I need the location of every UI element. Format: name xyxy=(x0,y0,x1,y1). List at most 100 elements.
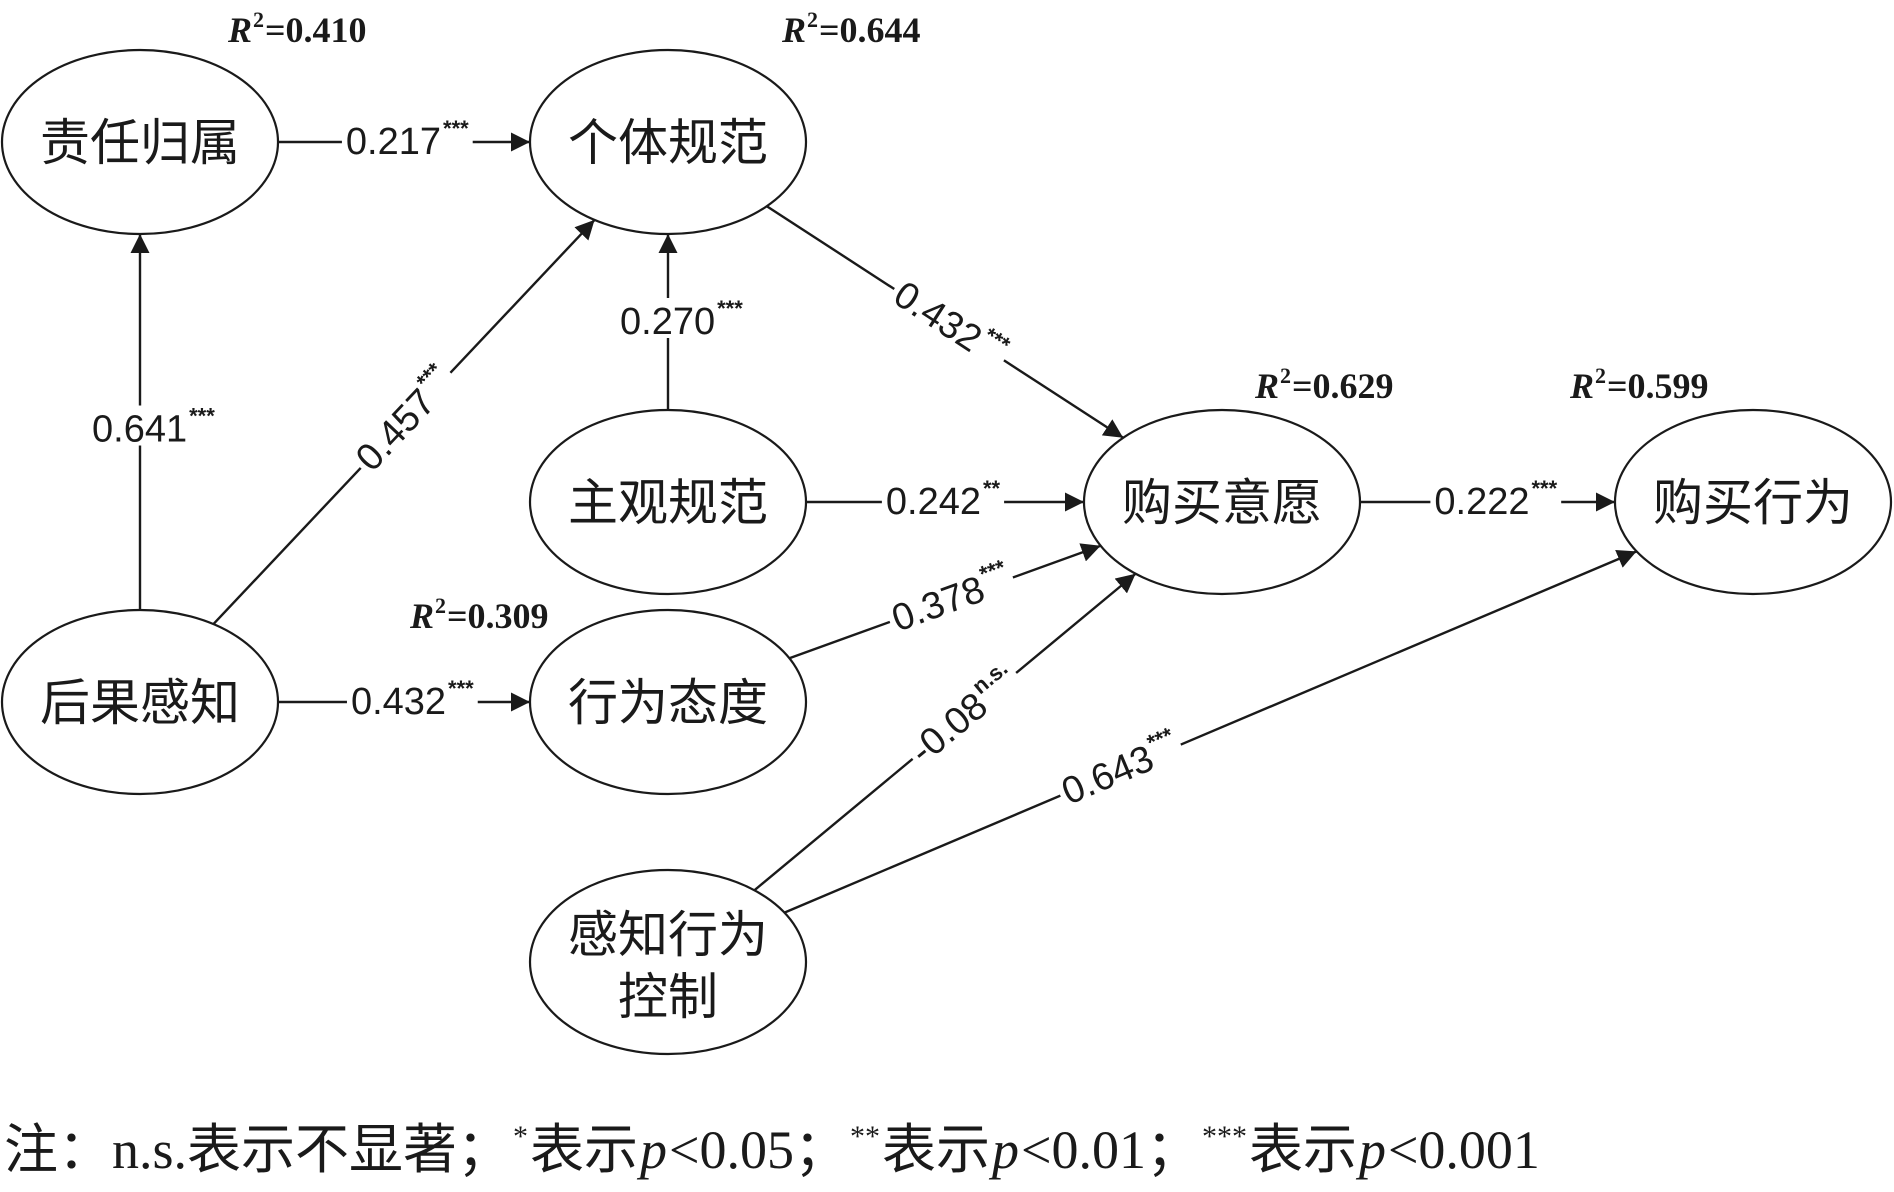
edge-coefficient-label: 0.432*** xyxy=(346,676,478,723)
node-ellipse xyxy=(1082,408,1362,596)
node-label: 感知行为 xyxy=(568,906,768,964)
node-ellipse xyxy=(1613,408,1893,596)
edge-responsibility-to-personal_norm: 0.217*** xyxy=(278,116,530,163)
label-backing xyxy=(1051,722,1188,811)
note-prefix: 注：n.s.表示不显著； xyxy=(4,1120,511,1180)
node-label: 主观规范 xyxy=(568,474,768,532)
edge-significance: *** xyxy=(443,116,469,141)
edge-coefficient-label: -0.08n.s. xyxy=(897,654,1027,772)
edge-coefficient: 0.641 xyxy=(92,409,187,451)
edge-coefficient: 0.217 xyxy=(346,121,441,163)
edge-pbc-to-behavior: 0.643*** xyxy=(783,550,1638,914)
label-backing xyxy=(341,118,473,158)
edge-coefficient-label: 0.378*** xyxy=(881,554,1019,640)
r-squared-symbol: R xyxy=(409,596,434,636)
node-ellipse xyxy=(528,608,808,796)
node-behavior: 购买行为 xyxy=(1613,408,1893,596)
node-ellipse xyxy=(528,408,808,596)
edge-coefficient-label: 0.432*** xyxy=(885,268,1018,374)
note-sig-3-stars: *** xyxy=(1202,1120,1247,1153)
edge-coefficient: 0.432 xyxy=(351,681,446,723)
node-label: 责任归属 xyxy=(40,114,240,172)
note-sig-1-text: 表示 xyxy=(530,1120,638,1180)
label-backing xyxy=(885,268,1018,374)
note-sig-2-text: 表示 xyxy=(882,1120,990,1180)
label-backing xyxy=(897,654,1027,772)
edge-consequence-to-personal_norm: 0.457*** xyxy=(212,219,596,625)
edge-coefficient-label: 0.641*** xyxy=(88,404,219,451)
node-ellipse xyxy=(528,868,808,1056)
label-backing xyxy=(616,298,747,338)
node-ellipse xyxy=(528,48,808,236)
node-intention: 购买意愿 xyxy=(1082,408,1362,596)
node-label: 后果感知 xyxy=(40,674,240,732)
edge-significance: *** xyxy=(717,296,743,321)
edge-coefficient: 0.432 xyxy=(886,274,989,361)
edge-coefficient-label: 0.242** xyxy=(881,476,1005,523)
edge-coefficient-label: 0.222*** xyxy=(1430,476,1562,523)
note-sig-3-text: 表示 xyxy=(1249,1120,1357,1180)
note-sig-3-value: <0.001 xyxy=(1388,1120,1540,1180)
r-squared-symbol: R xyxy=(227,10,252,50)
r-squared-value: =0.410 xyxy=(265,10,367,50)
note-sig-1-stars: * xyxy=(513,1120,528,1153)
r-squared-exponent: 2 xyxy=(1280,363,1291,388)
edges-layer: 0.217***0.641***0.457***0.270***0.432***… xyxy=(88,116,1638,914)
label-backing xyxy=(1430,478,1562,518)
r-squared-symbol: R xyxy=(1254,366,1279,406)
note-sig-3-p: p xyxy=(1355,1120,1386,1180)
label-backing xyxy=(88,405,219,446)
edge-coefficient: 0.643 xyxy=(1056,738,1160,814)
edge-significance: *** xyxy=(1531,476,1557,501)
edge-coefficient-label: 0.270*** xyxy=(616,296,747,343)
edge-intention-to-behavior: 0.222*** xyxy=(1360,476,1615,523)
edge-coefficient-label: 0.217*** xyxy=(341,116,473,163)
label-backing xyxy=(881,554,1019,637)
edge-significance: *** xyxy=(448,676,474,701)
node-label: 个体规范 xyxy=(568,114,768,172)
edge-significance: ** xyxy=(983,476,1001,501)
node-responsibility: 责任归属 xyxy=(0,48,280,236)
label-backing xyxy=(343,356,463,479)
node-personal_norm: 个体规范 xyxy=(528,48,808,236)
edge-consequence-to-attitude: 0.432*** xyxy=(278,676,530,723)
r-squared-exponent: 2 xyxy=(807,7,818,32)
edge-subjective_norm-to-personal_norm: 0.270*** xyxy=(616,234,747,410)
edge-coefficient-label: 0.643*** xyxy=(1051,722,1188,814)
label-backing xyxy=(346,678,478,718)
r-squared-value: =0.309 xyxy=(447,596,549,636)
note-sig-2-value: <0.01； xyxy=(1021,1120,1200,1180)
node-subjective_norm: 主观规范 xyxy=(528,408,808,596)
note-sig-2-stars: ** xyxy=(850,1120,880,1153)
r-squared-value: =0.629 xyxy=(1292,366,1394,406)
edge-arrow xyxy=(783,550,1638,914)
r-squared-value: =0.599 xyxy=(1607,366,1709,406)
note-sig-1-p: p xyxy=(636,1120,667,1180)
edge-coefficient: 0.270 xyxy=(620,301,715,343)
edge-personal_norm-to-intention: 0.432*** xyxy=(766,205,1124,439)
node-consequence: 后果感知 xyxy=(0,608,280,796)
r-squared-exponent: 2 xyxy=(435,593,446,618)
node-label: 购买行为 xyxy=(1653,474,1853,532)
note-sig-1-value: <0.05； xyxy=(669,1120,848,1180)
r-squared-symbol: R xyxy=(781,10,806,50)
node-label-line2: 控制 xyxy=(618,968,718,1026)
label-backing xyxy=(881,478,1005,518)
edge-coefficient-label: 0.457*** xyxy=(343,356,463,479)
r-squared-symbol: R xyxy=(1569,366,1594,406)
r-squared-exponent: 2 xyxy=(253,7,264,32)
node-ellipse xyxy=(0,608,280,796)
r-squared-exponent: 2 xyxy=(1595,363,1606,388)
edge-coefficient: 0.242 xyxy=(886,481,981,523)
node-label: 行为态度 xyxy=(568,674,768,732)
edge-coefficient: 0.222 xyxy=(1434,481,1529,523)
